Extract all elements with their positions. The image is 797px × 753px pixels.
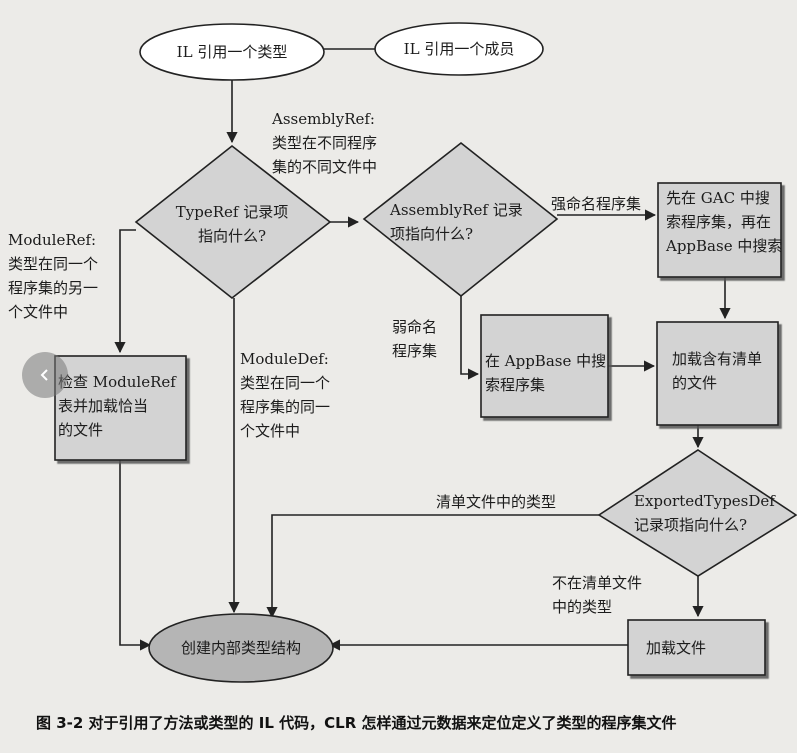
node-check-moduleref: 检查 ModuleRef 表并加载恰当 的文件 xyxy=(58,373,176,439)
label-in-manifest: 清单文件中的类型 xyxy=(436,493,557,511)
label-moduleref: ModuleRef: 类型在同一个 程序集的另一 个文件中 xyxy=(8,231,99,321)
label-weak-name: 弱命名 程序集 xyxy=(392,318,438,360)
ellipse-il-type xyxy=(139,23,325,81)
node-gac-search: 先在 GAC 中搜 索程序集，再在 AppBase 中搜索 xyxy=(666,189,783,255)
edge-asmref-weak xyxy=(460,296,480,380)
box-load-manifest xyxy=(656,321,779,426)
figure-caption: 图 3-2 对于引用了方法或类型的 IL 代码，CLR 怎样通过元数据来定位定义… xyxy=(36,714,677,732)
node-il-member: IL 引用一个成员 xyxy=(403,40,515,58)
diamond-typeref xyxy=(134,144,332,300)
box-appbase xyxy=(480,314,609,418)
node-il-type: IL 引用一个类型 xyxy=(176,43,288,61)
node-appbase-search: 在 AppBase 中搜 索程序集 xyxy=(485,352,607,394)
label-strong-name: 强命名程序集 xyxy=(551,195,642,213)
diamond-exported xyxy=(597,449,797,577)
node-create-struct: 创建内部类型结构 xyxy=(180,639,301,657)
chevron-left-icon xyxy=(40,369,48,381)
node-asmref-question: AssemblyRef 记录 项指向什么? xyxy=(390,201,523,243)
node-load-manifest: 加载含有清单 的文件 xyxy=(672,350,763,392)
ellipse-il-member xyxy=(374,22,544,76)
ellipse-create xyxy=(148,613,334,683)
node-load-file: 加载文件 xyxy=(646,639,707,657)
connectors xyxy=(114,43,731,651)
edge-check-to-create xyxy=(119,460,152,651)
diamond-asmref xyxy=(362,141,559,298)
node-exported-question: ExportedTypesDef 记录项指向什么? xyxy=(634,492,775,534)
label-assemblyref: AssemblyRef: 类型在不同程序 集的不同文件中 xyxy=(272,110,378,176)
box-gac xyxy=(657,182,782,278)
node-typeref-question: TypeRef 记录项 指向什么? xyxy=(175,203,289,245)
edge-exported-in-manifest xyxy=(266,514,600,619)
prev-page-button[interactable] xyxy=(22,352,68,398)
shapes xyxy=(54,22,797,683)
label-not-in-manifest: 不在清单文件 中的类型 xyxy=(552,574,643,616)
box-load-file xyxy=(627,619,766,676)
label-moduledef: ModuleDef: 类型在同一个 程序集的同一 个文件中 xyxy=(240,350,331,440)
box-check-moduleref xyxy=(54,355,187,461)
edge-typeref-moduleref xyxy=(114,229,136,354)
